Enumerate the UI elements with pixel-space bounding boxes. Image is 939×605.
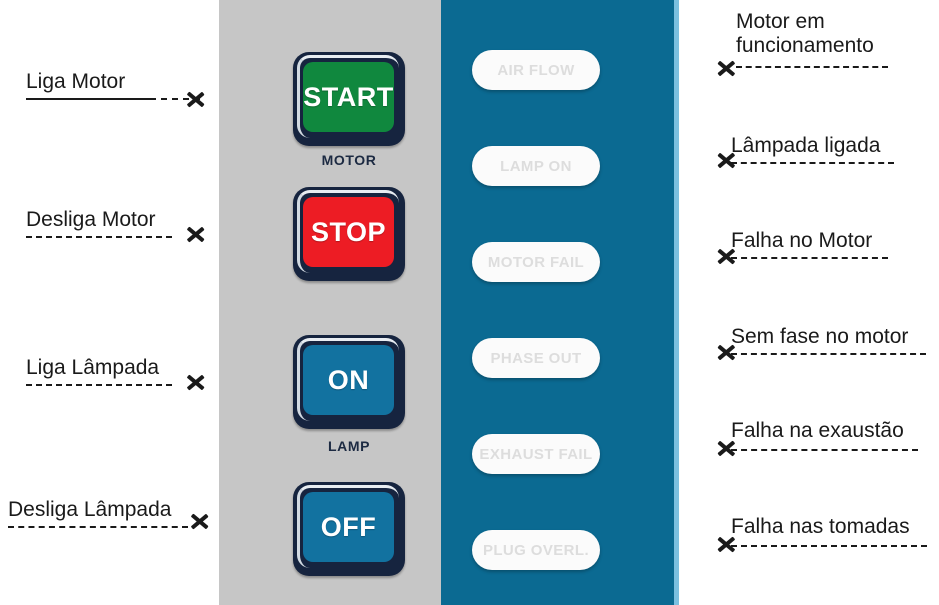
start-button-label: START	[303, 62, 394, 132]
annotation-desliga-lampada: Desliga Lâmpada	[8, 498, 171, 522]
start-button[interactable]: START	[293, 52, 405, 146]
indicator-lamp-lamp-on-label: LAMP ON	[500, 157, 572, 175]
annotation-falha-tomadas-underline	[731, 545, 927, 547]
indicator-lamp-air-flow: AIR FLOW	[472, 50, 600, 90]
motor-group-caption: MOTOR	[321, 152, 377, 168]
annotation-motor-funcionando-underline	[736, 66, 888, 68]
lamp-off-button[interactable]: OFF	[293, 482, 405, 576]
annotation-falha-tomadas-text: Falha nas tomadas	[731, 515, 910, 538]
indicator-panel-background	[441, 0, 674, 605]
annotation-liga-lampada-text: Liga Lâmpada	[26, 356, 160, 379]
annotation-falha-exaustao: Falha na exaustão	[731, 419, 904, 443]
annotation-desliga-lampada-text: Desliga Lâmpada	[8, 498, 172, 521]
annotation-liga-motor-leader	[150, 98, 200, 100]
annotation-desliga-lampada-underline	[8, 526, 188, 528]
annotation-motor-funcionando-arrow-icon	[712, 52, 736, 82]
indicator-lamp-motor-fail-label: MOTOR FAIL	[487, 253, 585, 271]
annotation-falha-exaustao-text: Falha na exaustão	[731, 419, 904, 442]
annotation-liga-lampada: Liga Lâmpada	[26, 356, 159, 380]
annotation-lampada-ligada-text: Lâmpada ligada	[731, 134, 881, 157]
annotation-falha-motor-underline	[731, 257, 888, 259]
annotation-falha-exaustao-underline	[731, 449, 918, 451]
stop-button-label: STOP	[303, 197, 394, 267]
indicator-lamp-motor-fail: MOTOR FAIL	[472, 242, 600, 282]
indicator-lamp-phase-out-label: PHASE OUT	[490, 349, 582, 367]
indicator-lamp-phase-out: PHASE OUT	[472, 338, 600, 378]
annotation-motor-funcionando-line2: funcionamento	[736, 34, 874, 58]
annotation-liga-motor: Liga Motor	[26, 70, 125, 94]
lamp-on-button[interactable]: ON	[293, 335, 405, 429]
annotation-sem-fase-underline	[731, 353, 926, 355]
annotation-sem-fase: Sem fase no motor	[731, 325, 908, 349]
annotation-motor-funcionando-line1: Motor em	[736, 10, 825, 33]
annotation-liga-lampada-arrow-icon	[186, 366, 208, 396]
annotation-falha-tomadas: Falha nas tomadas	[731, 515, 910, 539]
annotation-desliga-lampada-arrow-icon	[190, 505, 212, 535]
annotation-liga-lampada-underline	[26, 384, 172, 386]
indicator-lamp-exhaust-fail: EXHAUST FAIL	[472, 434, 600, 474]
annotation-motor-funcionando: Motor em funcionamento	[736, 10, 874, 58]
stop-button[interactable]: STOP	[293, 187, 405, 281]
annotation-desliga-motor: Desliga Motor	[26, 208, 156, 232]
annotation-falha-motor-text: Falha no Motor	[731, 229, 873, 252]
annotation-liga-motor-arrow-icon	[186, 83, 208, 113]
indicator-lamp-exhaust-fail-label: EXHAUST FAIL	[479, 445, 593, 463]
annotation-liga-motor-text: Liga Motor	[26, 70, 126, 93]
lamp-group-caption: LAMP	[327, 438, 371, 454]
indicator-panel-edge	[674, 0, 679, 605]
indicator-lamp-plug-overl-label: PLUG OVERL.	[482, 541, 590, 559]
annotation-sem-fase-text: Sem fase no motor	[731, 325, 909, 348]
annotation-desliga-motor-text: Desliga Motor	[26, 208, 156, 231]
annotation-lampada-ligada-underline	[731, 162, 894, 164]
lamp-off-button-label: OFF	[303, 492, 394, 562]
indicator-lamp-plug-overl: PLUG OVERL.	[472, 530, 600, 570]
annotation-lampada-ligada: Lâmpada ligada	[731, 134, 880, 158]
annotation-falha-motor: Falha no Motor	[731, 229, 872, 253]
indicator-lamp-air-flow-label: AIR FLOW	[497, 61, 575, 79]
annotation-desliga-motor-underline	[26, 236, 172, 238]
lamp-on-button-label: ON	[303, 345, 394, 415]
annotation-desliga-motor-arrow-icon	[186, 218, 208, 248]
annotation-liga-motor-underline	[26, 98, 150, 100]
indicator-lamp-lamp-on: LAMP ON	[472, 146, 600, 186]
